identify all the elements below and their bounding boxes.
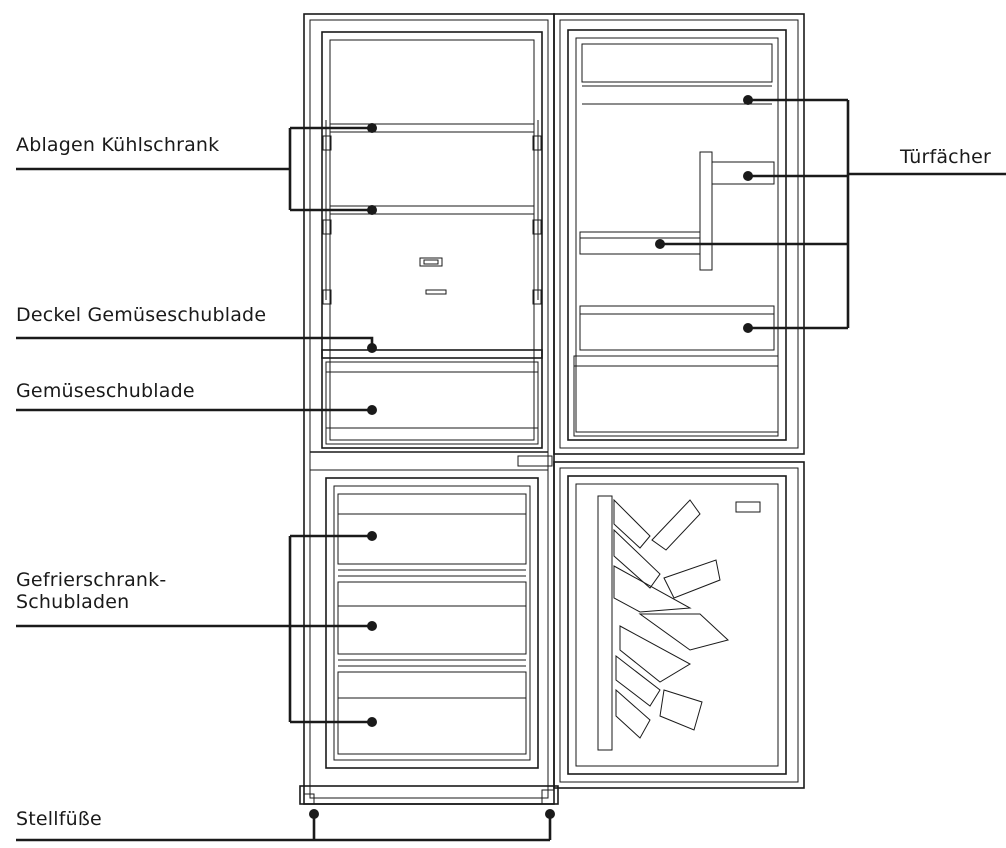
callout-crisper-cover <box>16 336 377 353</box>
door-bin-top <box>581 43 773 105</box>
freezer-drawer-2 <box>337 581 527 667</box>
callout-freezer-drawers <box>16 531 377 727</box>
crisper-cover <box>321 349 543 359</box>
label-freezer-drawers-line2: Schubladen <box>16 591 130 613</box>
label-fridge-shelves: Ablagen Kühlschrank <box>16 134 220 156</box>
crisper-drawer <box>325 361 539 445</box>
door-bin-lowest <box>573 355 779 437</box>
fridge-compartment <box>321 31 543 449</box>
label-freezer-drawers: Gefrierschrank- Schubladen <box>16 569 166 613</box>
foot-left <box>303 793 315 805</box>
freezer-drawer-3 <box>337 671 527 755</box>
fridge-door <box>517 13 805 467</box>
label-crisper-cover: Deckel Gemüseschublade <box>16 304 267 326</box>
label-door-bins: Türfächer <box>900 146 991 168</box>
snowflake-emboss <box>597 495 730 751</box>
door-bin-bottle-holder <box>699 151 775 271</box>
callout-crisper-drawer <box>16 405 377 415</box>
control-panel <box>419 257 447 295</box>
label-crisper-drawer: Gemüseschublade <box>16 380 195 402</box>
label-freezer-drawers-line1: Gefrierschrank- <box>16 569 167 591</box>
freezer-drawer-1 <box>337 493 527 577</box>
label-adjustable-feet: Stellfüße <box>16 808 102 830</box>
callout-fridge-shelves <box>16 123 377 215</box>
freezer-door <box>553 461 805 789</box>
foot-right <box>541 789 555 805</box>
callout-door-bins <box>655 95 1006 333</box>
callout-adjustable-feet <box>16 809 555 842</box>
freezer-compartment <box>325 477 539 769</box>
